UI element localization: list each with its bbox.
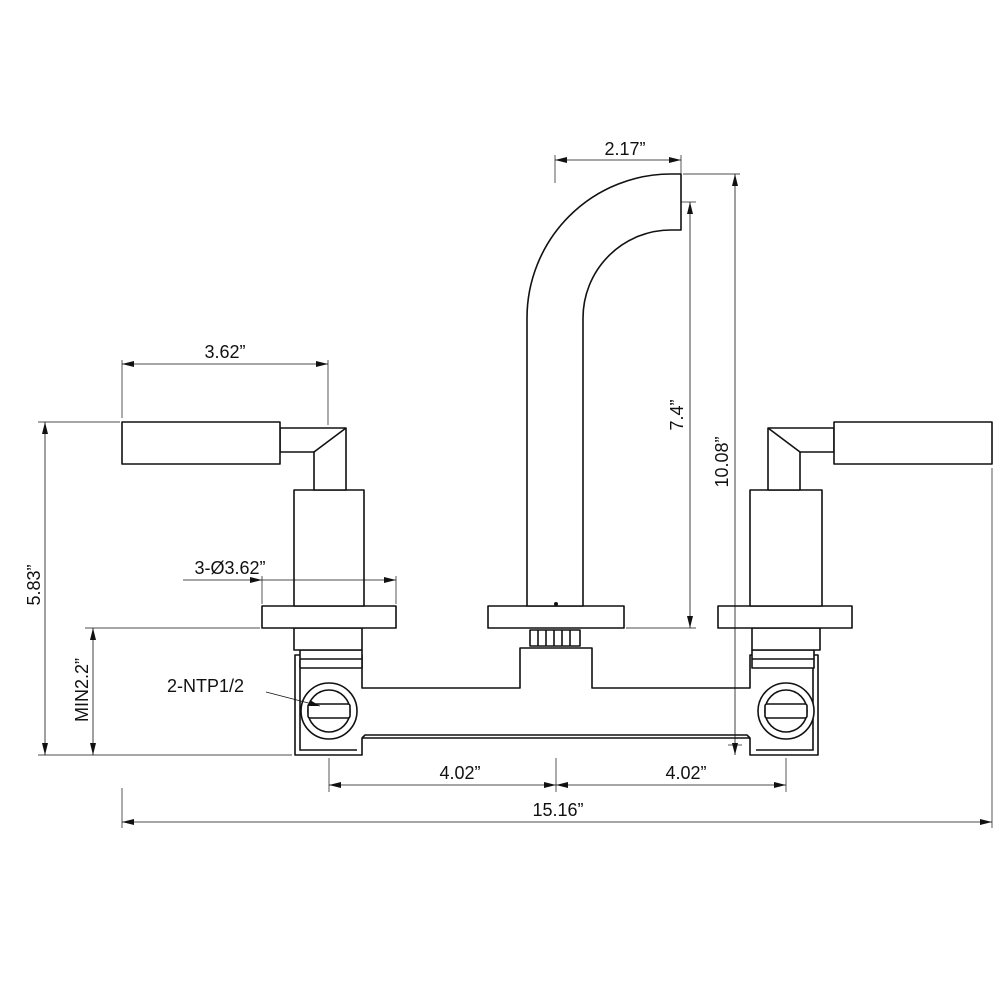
spout-reach-label: 2.17” bbox=[604, 139, 645, 159]
inlet-label: 2-NTP1/2 bbox=[167, 676, 244, 696]
left-spacing-label: 4.02” bbox=[439, 763, 480, 783]
dim-handle-length: 3.62” bbox=[121, 342, 329, 425]
spout-height-label: 7.4” bbox=[667, 399, 687, 430]
overall-width-label: 15.16” bbox=[532, 800, 583, 820]
left-handle-assembly bbox=[121, 421, 397, 651]
dim-handle-height: 5.83” bbox=[24, 421, 292, 756]
dim-flange-diameter: 3-Ø3.62” bbox=[183, 558, 397, 604]
total-height-label: 10.08” bbox=[712, 436, 732, 487]
dim-min-depth: MIN2.2” bbox=[72, 627, 260, 755]
dim-spout-reach: 2.17” bbox=[554, 139, 682, 183]
right-spacing-label: 4.02” bbox=[665, 763, 706, 783]
dim-total-height: 10.08” bbox=[683, 173, 742, 755]
handle-length-label: 3.62” bbox=[204, 342, 245, 362]
spout-assembly bbox=[487, 173, 682, 629]
center-connector bbox=[529, 629, 581, 647]
inlet-leader: 2-NTP1/2 bbox=[167, 676, 321, 707]
min-depth-label: MIN2.2” bbox=[72, 658, 92, 722]
dim-spout-height: 7.4” bbox=[626, 201, 696, 629]
flange-diameter-label: 3-Ø3.62” bbox=[194, 558, 265, 578]
right-handle-assembly bbox=[717, 421, 993, 651]
dim-inlet-spacing: 4.02” 4.02” bbox=[328, 758, 787, 792]
left-inlet bbox=[299, 649, 363, 740]
handle-height-label: 5.83” bbox=[24, 564, 44, 605]
dim-overall-width: 15.16” bbox=[121, 468, 993, 828]
bridge-body bbox=[294, 647, 819, 756]
